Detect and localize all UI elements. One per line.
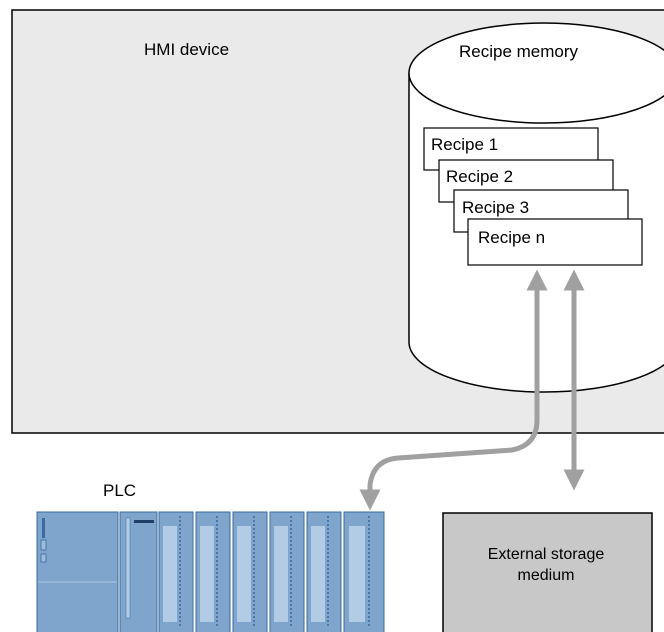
recipe-card bbox=[467, 218, 643, 266]
plc-io-module bbox=[306, 511, 342, 632]
plc-io-module bbox=[343, 511, 385, 632]
recipe-memory-label: Recipe memory bbox=[459, 42, 579, 61]
recipe-card-label: Recipe 1 bbox=[431, 135, 498, 154]
external-storage-label-line2: medium bbox=[518, 567, 575, 584]
hmi-device-label: HMI device bbox=[144, 40, 229, 59]
plc-io-module bbox=[195, 511, 231, 632]
plc-rack bbox=[36, 511, 385, 632]
recipe-card-label: Recipe n bbox=[478, 228, 545, 247]
recipe-card-label: Recipe 3 bbox=[462, 198, 529, 217]
plc-transfer-arrow bbox=[359, 269, 548, 511]
external-storage-box bbox=[442, 512, 653, 632]
plc-io-module bbox=[269, 511, 305, 632]
plc-power-module bbox=[36, 511, 119, 632]
plc-io-module bbox=[232, 511, 268, 632]
recipe-stack: Recipe 1 Recipe 2 Recipe 3 Recipe n bbox=[423, 127, 643, 266]
plc-label: PLC bbox=[103, 481, 136, 500]
plc-cpu-module bbox=[119, 511, 158, 632]
plc-io-module bbox=[158, 511, 194, 632]
recipe-card-label: Recipe 2 bbox=[446, 167, 513, 186]
external-storage-label-line1: External storage bbox=[488, 546, 605, 563]
